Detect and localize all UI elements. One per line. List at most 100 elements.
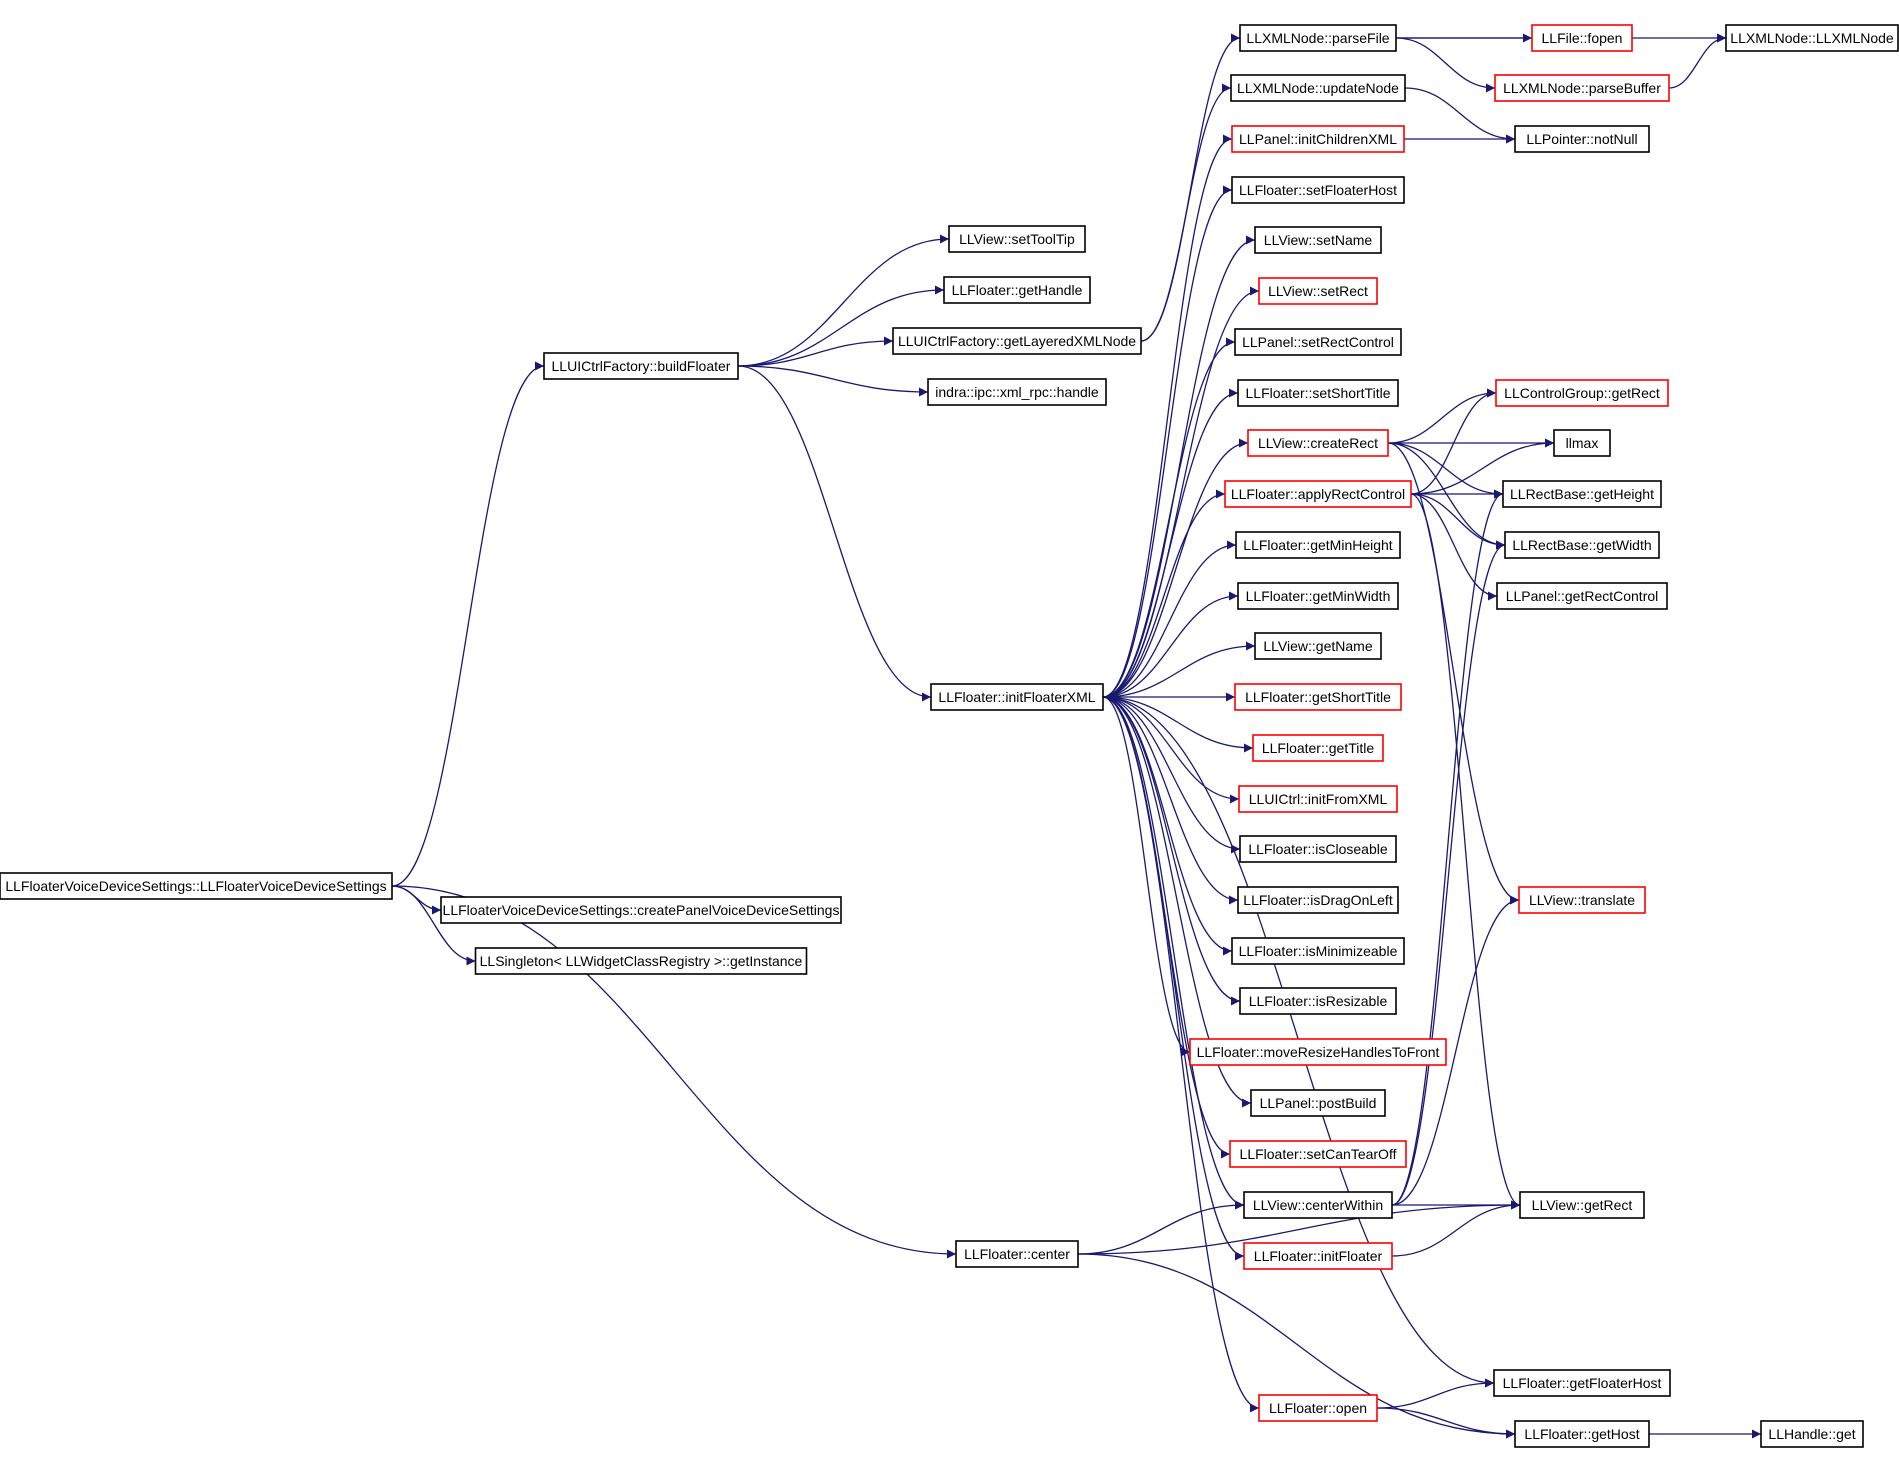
node-get-min-width[interactable]: LLFloater::getMinWidth xyxy=(1237,582,1399,610)
edge-init-floater-xml-to-init-floater xyxy=(1102,696,1245,1261)
node-init-floater[interactable]: LLFloater::initFloater xyxy=(1243,1242,1393,1270)
node-set-short-title[interactable]: LLFloater::setShortTitle xyxy=(1237,379,1399,407)
edge-update-node-to-not-null xyxy=(1404,87,1516,144)
node-box xyxy=(1238,785,1398,813)
edge-parse-buffer-to-xml-node-ctor xyxy=(1668,33,1727,89)
node-not-null[interactable]: LLPointer::notNull xyxy=(1514,125,1650,153)
node-handle-get[interactable]: LLHandle::get xyxy=(1760,1420,1864,1448)
node-label: LLView::getName xyxy=(1263,638,1372,654)
node-set-name[interactable]: LLView::setName xyxy=(1254,226,1382,254)
node-root: LLFloaterVoiceDeviceSettings::LLFloaterV… xyxy=(0,872,393,900)
node-label: LLFloater::getMinWidth xyxy=(1246,588,1391,604)
node-label: LLFloater::isResizable xyxy=(1249,993,1388,1009)
node-build-floater[interactable]: LLUICtrlFactory::buildFloater xyxy=(543,352,739,380)
node-get-rect-cg[interactable]: LLControlGroup::getRect xyxy=(1495,379,1669,407)
node-is-resizable[interactable]: LLFloater::isResizable xyxy=(1239,987,1397,1015)
node-label: LLPanel::initChildrenXML xyxy=(1239,131,1397,147)
node-label: LLFloater::isMinimizeable xyxy=(1239,943,1398,959)
node-is-minimizeable[interactable]: LLFloater::isMinimizeable xyxy=(1231,937,1405,965)
node-box xyxy=(543,352,739,380)
node-get-instance[interactable]: LLSingleton< LLWidgetClassRegistry >::ge… xyxy=(474,947,808,975)
edge-center-within-to-translate xyxy=(1391,895,1520,1206)
edge-init-floater-xml-to-apply-rect-control xyxy=(1102,489,1226,698)
node-get-min-height[interactable]: LLFloater::getMinHeight xyxy=(1235,531,1401,559)
node-box xyxy=(1502,480,1662,508)
node-box xyxy=(1239,835,1397,863)
node-get-handle[interactable]: LLFloater::getHandle xyxy=(943,276,1091,304)
node-set-floater-host[interactable]: LLFloater::setFloaterHost xyxy=(1231,176,1405,204)
node-parse-file[interactable]: LLXMLNode::parseFile xyxy=(1239,24,1397,52)
node-center[interactable]: LLFloater::center xyxy=(955,1240,1079,1268)
node-open[interactable]: LLFloater::open xyxy=(1258,1394,1378,1422)
node-box xyxy=(1237,379,1399,407)
node-set-tool-tip[interactable]: LLView::setToolTip xyxy=(948,225,1086,253)
node-box xyxy=(1243,1242,1393,1270)
node-label: LLView::getRect xyxy=(1532,1197,1633,1213)
edge-center-within-to-get-height xyxy=(1391,489,1504,1206)
node-box xyxy=(1234,328,1402,356)
node-get-layered-xmlnode[interactable]: LLUICtrlFactory::getLayeredXMLNode xyxy=(892,327,1142,355)
node-get-host[interactable]: LLFloater::getHost xyxy=(1514,1420,1650,1448)
edge-get-layered-xmlnode-to-update-node xyxy=(1140,83,1232,342)
node-box xyxy=(1760,1420,1864,1448)
node-translate[interactable]: LLView::translate xyxy=(1518,886,1646,914)
edge-apply-rect-control-to-llmax xyxy=(1410,438,1555,495)
node-get-short-title[interactable]: LLFloater::getShortTitle xyxy=(1234,683,1402,711)
node-label: LLRectBase::getWidth xyxy=(1512,537,1651,553)
node-post-build[interactable]: LLPanel::postBuild xyxy=(1250,1089,1386,1117)
node-is-drag-on-left[interactable]: LLFloater::isDragOnLeft xyxy=(1237,886,1399,914)
node-label: LLView::setName xyxy=(1264,232,1373,248)
node-label: LLPointer::notNull xyxy=(1526,131,1637,147)
node-get-height[interactable]: LLRectBase::getHeight xyxy=(1502,480,1662,508)
node-label: indra::ipc::xml_rpc::handle xyxy=(935,384,1099,400)
node-label: LLFloater::getMinHeight xyxy=(1243,537,1393,553)
edge-center-to-get-host xyxy=(1077,1253,1516,1439)
edge-root-to-build-floater xyxy=(391,361,545,887)
node-get-name[interactable]: LLView::getName xyxy=(1254,632,1382,660)
node-xmlrpc-handle[interactable]: indra::ipc::xml_rpc::handle xyxy=(927,378,1107,406)
node-get-rect-control[interactable]: LLPanel::getRectControl xyxy=(1496,582,1668,610)
node-label: LLFloater::moveResizeHandlesToFront xyxy=(1197,1044,1440,1060)
node-get-floater-host[interactable]: LLFloater::getFloaterHost xyxy=(1493,1369,1671,1397)
node-llmax[interactable]: llmax xyxy=(1553,429,1611,457)
node-box xyxy=(1252,734,1384,762)
node-create-rect[interactable]: LLView::createRect xyxy=(1247,429,1389,457)
edge-open-to-get-host xyxy=(1376,1407,1516,1439)
edge-create-rect-to-translate xyxy=(1387,442,1520,905)
node-init-children-xml[interactable]: LLPanel::initChildrenXML xyxy=(1231,125,1405,153)
node-apply-rect-control[interactable]: LLFloater::applyRectControl xyxy=(1224,480,1412,508)
node-box xyxy=(1495,379,1669,407)
edge-init-floater-xml-to-set-name xyxy=(1102,235,1256,698)
node-parse-buffer[interactable]: LLXMLNode::parseBuffer xyxy=(1494,74,1670,102)
node-label: LLFloater::setShortTitle xyxy=(1246,385,1391,401)
node-label: LLView::centerWithin xyxy=(1253,1197,1383,1213)
node-box xyxy=(1231,937,1405,965)
edge-init-floater-xml-to-get-min-height xyxy=(1102,540,1237,698)
node-xml-node-ctor[interactable]: LLXMLNode::LLXMLNode xyxy=(1725,24,1899,52)
edge-center-to-center-within xyxy=(1077,1200,1245,1255)
edge-build-floater-to-xmlrpc-handle xyxy=(737,365,929,397)
node-set-rect[interactable]: LLView::setRect xyxy=(1258,277,1378,305)
node-set-can-tear-off[interactable]: LLFloater::setCanTearOff xyxy=(1229,1140,1407,1168)
node-get-title[interactable]: LLFloater::getTitle xyxy=(1252,734,1384,762)
node-move-resize-handles[interactable]: LLFloater::moveResizeHandlesToFront xyxy=(1189,1038,1447,1066)
edge-apply-rect-control-to-get-rect xyxy=(1410,493,1521,1210)
node-label: LLFloater::open xyxy=(1269,1400,1367,1416)
node-label: LLControlGroup::getRect xyxy=(1504,385,1660,401)
node-center-within[interactable]: LLView::centerWithin xyxy=(1243,1191,1393,1219)
node-fopen[interactable]: LLFile::fopen xyxy=(1531,24,1633,52)
node-init-from-xml[interactable]: LLUICtrl::initFromXML xyxy=(1238,785,1398,813)
node-label: LLXMLNode::parseBuffer xyxy=(1503,80,1661,96)
node-is-closeable[interactable]: LLFloater::isCloseable xyxy=(1239,835,1397,863)
node-get-width[interactable]: LLRectBase::getWidth xyxy=(1504,531,1660,559)
node-init-floater-xml[interactable]: LLFloater::initFloaterXML xyxy=(930,683,1104,711)
node-create-panel[interactable]: LLFloaterVoiceDeviceSettings::createPane… xyxy=(440,896,842,924)
node-label: LLXMLNode::parseFile xyxy=(1246,30,1389,46)
node-label: LLView::createRect xyxy=(1258,435,1378,451)
node-get-rect[interactable]: LLView::getRect xyxy=(1519,1191,1645,1219)
edge-init-floater-xml-to-is-resizable xyxy=(1102,696,1241,1006)
node-update-node[interactable]: LLXMLNode::updateNode xyxy=(1230,74,1406,102)
node-set-rect-control[interactable]: LLPanel::setRectControl xyxy=(1234,328,1402,356)
node-box xyxy=(1514,1420,1650,1448)
